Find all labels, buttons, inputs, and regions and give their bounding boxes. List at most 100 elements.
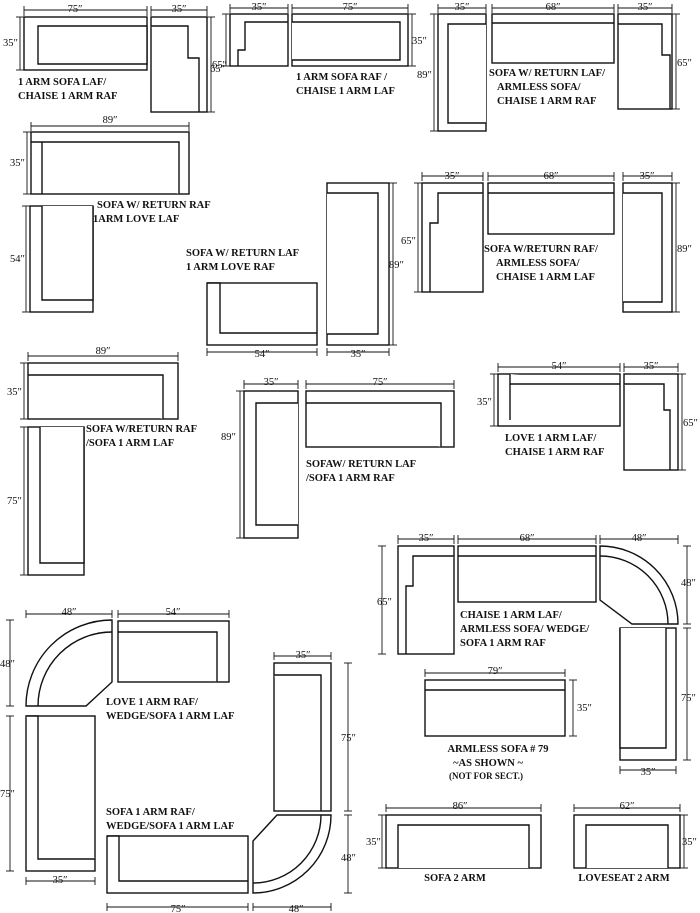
sofa-piece	[27, 426, 85, 576]
config-label-line-2: ARMLESS SOFA/	[496, 258, 581, 269]
dim-depth-return: 89″	[221, 432, 236, 443]
dim-width-armless: 68″	[544, 171, 559, 182]
dim-depth-chaise: 65″	[683, 418, 698, 429]
dim-depth-sofa: 75″	[681, 693, 696, 704]
loveseat-piece	[117, 620, 230, 683]
dim-width-sofa: 75″	[343, 2, 358, 13]
dimension-lines	[424, 669, 577, 737]
chaise-piece	[617, 13, 673, 110]
dimension-lines	[16, 6, 215, 113]
dim-width-wedge: 48″	[289, 904, 304, 913]
config-label-line-1: 1 ARM SOFA RAF /	[296, 72, 388, 83]
dim-width-return: 35″	[264, 377, 279, 388]
dim-depth-sofa: 35″	[412, 36, 427, 47]
return-piece	[437, 13, 487, 132]
dim-width-sofa: 75″	[68, 4, 83, 15]
dim-depth: 35″	[682, 837, 697, 848]
dim-width: 86″	[453, 801, 468, 812]
dim-depth-return: 89″	[417, 70, 432, 81]
config-label-line-2: CHAISE 1 ARM RAF	[18, 91, 117, 102]
config-sofa-return-raf-love-laf: 89″ 35″ 54″ SOFA W/ RETURN RAF 1ARM LOVE…	[10, 115, 211, 313]
dim-width-sofa-vertical: 35″	[296, 650, 311, 661]
dim-width-love: 54″	[255, 349, 270, 360]
dimension-lines	[6, 610, 230, 885]
dim-width: 89″	[96, 346, 111, 357]
wedge-piece	[25, 619, 113, 707]
config-label-line-1: SOFA W/RETURN RAF/	[484, 244, 599, 255]
dim-depth-return: 89″	[389, 260, 404, 271]
dim-width-return: 35″	[640, 171, 655, 182]
config-1arm-sofa-raf-chaise-laf: 35″ 75″ 65″ 35″ 1 ARM SOFA RAF / CHAISE …	[210, 2, 427, 97]
dimension-lines	[378, 804, 542, 869]
dim-width-love: 54″	[166, 607, 181, 618]
config-label-line-1: SOFA W/RETURN RAF	[86, 424, 197, 435]
dim-width: 89″	[103, 115, 118, 126]
sofa-piece	[25, 715, 96, 872]
dim-width-armless: 68″	[546, 2, 561, 13]
config-1arm-sofa-laf-chaise-raf: 75″ 35″ 35″ 65″ 1 ARM SOFA LAF/ CHAISE 1…	[3, 4, 227, 113]
config-label-line-2: ~AS SHOWN ~	[453, 758, 523, 769]
config-label: SOFA 2 ARM	[424, 873, 486, 884]
dim-depth-love: 35″	[477, 397, 492, 408]
dim-width-return: 35″	[351, 349, 366, 360]
config-label-line-2: 1ARM LOVE LAF	[93, 214, 179, 225]
config-label-line-2: /SOFA 1 ARM RAF	[305, 473, 395, 484]
config-armless-sofa-79: 79″ 35″ ARMLESS SOFA # 79 ~AS SHOWN ~ (N…	[424, 666, 592, 781]
config-label-line-1: SOFA W/ RETURN LAF/	[489, 68, 606, 79]
loveseat-piece	[497, 373, 621, 427]
sofa-piece-vertical	[273, 662, 332, 812]
config-label-line-1: SOFA 1 ARM RAF/	[106, 807, 196, 818]
sofa-piece	[23, 16, 148, 71]
config-label-line-1: SOFAW/ RETURN LAF	[306, 459, 416, 470]
dim-width: 79″	[488, 666, 503, 677]
config-love-wedge-sofa-laf: 48″ 54″ 48″ 75″ 35″ LOVE 1 ARM RAF/ WEDG…	[0, 607, 234, 886]
chaise-piece	[421, 182, 484, 293]
config-sofa-wedge-sofa: 35″ 75″ 48″ 75″ 48″ SOFA 1 ARM RAF/ WEDG…	[106, 650, 356, 913]
config-label-line-3: CHAISE 1 ARM LAF	[496, 272, 595, 283]
dim-depth-chaise: 65″	[212, 60, 227, 71]
config-label-line-2: ARMLESS SOFA/ WEDGE/	[460, 624, 590, 635]
dim-depth-wedge: 48″	[681, 578, 696, 589]
dim-depth: 35″	[366, 837, 381, 848]
chaise-piece	[150, 16, 208, 113]
chaise-piece	[397, 545, 455, 655]
dim-depth-chaise: 65″	[677, 58, 692, 69]
loveseat-piece	[573, 814, 681, 869]
dim-depth-love: 54″	[10, 254, 25, 265]
config-label-line-2: 1 ARM LOVE RAF	[186, 262, 275, 273]
config-label-line-2: ARMLESS SOFA/	[497, 82, 582, 93]
dim-depth-sofa-vertical: 75″	[341, 733, 356, 744]
dim-width-chaise: 35″	[172, 4, 187, 15]
armless-sofa-piece	[487, 182, 615, 235]
sofa-piece	[619, 627, 677, 761]
armless-sofa-piece	[424, 679, 566, 737]
config-sofa-return-raf-armless-chaise-laf: 35″ 68″ 35″ 65″ 89″ SOFA W/RETURN RAF/ A…	[401, 171, 692, 313]
dim-width-sofa: 35″	[53, 875, 68, 886]
chaise-piece	[229, 13, 289, 67]
sofa-return-piece	[27, 362, 179, 420]
config-label-line-1: LOVE 1 ARM RAF/	[106, 697, 199, 708]
config-sofa-return-laf-armless-chaise-raf: 35″ 68″ 35″ 89″ 65″ SOFA W/ RETURN LAF/ …	[417, 2, 692, 132]
config-sofa-2-arm: 86″ 35″ SOFA 2 ARM	[366, 801, 542, 884]
config-label-line-1: ARMLESS SOFA # 79	[447, 744, 548, 755]
loveseat-piece	[206, 282, 318, 346]
dimension-lines	[236, 380, 455, 539]
sofa-return-piece	[326, 182, 390, 346]
dim-width-armless: 68″	[520, 533, 535, 544]
sofa-piece	[305, 390, 455, 448]
dimension-lines	[206, 182, 397, 356]
dim-width-chaise: 35″	[419, 533, 434, 544]
config-love-laf-chaise-raf: 54″ 35″ 35″ 65″ LOVE 1 ARM LAF/ CHAISE 1…	[477, 361, 698, 471]
dimension-lines	[106, 652, 352, 911]
config-sofa-return-laf-sofa-raf: 35″ 75″ 89″ SOFAW/ RETURN LAF /SOFA 1 AR…	[221, 377, 455, 539]
dim-width: 62″	[620, 801, 635, 812]
wedge-piece	[599, 545, 679, 625]
dim-width-chaise: 35″	[638, 2, 653, 13]
config-label-line-2: CHAISE 1 ARM RAF	[505, 447, 604, 458]
config-label-line-3: SOFA 1 ARM RAF	[460, 638, 546, 649]
dim-width-return: 35″	[455, 2, 470, 13]
config-note: (NOT FOR SECT.)	[449, 771, 523, 781]
config-label-line-1: 1 ARM SOFA LAF/	[18, 77, 107, 88]
dim-width-sofa: 75″	[373, 377, 388, 388]
dim-depth-chaise: 65″	[210, 64, 225, 75]
